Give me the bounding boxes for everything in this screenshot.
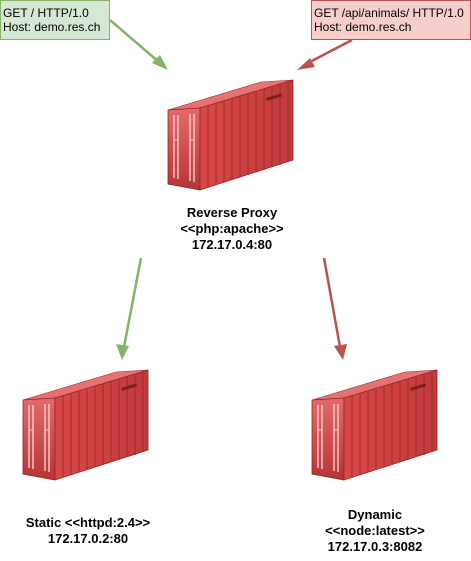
static-label: Static <<httpd:2.4>> 172.17.0.2:80 (0, 515, 176, 547)
proxy-name: Reverse Proxy (186, 205, 278, 220)
proxy-address: 172.17.0.4:80 (191, 237, 273, 252)
static-address: 172.17.0.2:80 (47, 531, 129, 546)
proxy-image: <<php:apache>> (180, 221, 284, 236)
dynamic-image: <<node:latest>> (325, 523, 425, 538)
arrow-proxy-to-dynamic (322, 257, 347, 360)
dynamic-name: Dynamic (347, 507, 403, 522)
arrow-request-right (297, 38, 353, 70)
dynamic-address: 172.17.0.3:8082 (327, 539, 423, 554)
static-container-icon (22, 369, 149, 481)
arrow-request-left (109, 19, 168, 70)
request-host: Host: demo.res.ch (3, 20, 101, 34)
request-host: Host: demo.res.ch (314, 20, 412, 34)
proxy-label: Reverse Proxy <<php:apache>> 172.17.0.4:… (132, 205, 332, 253)
proxy-container-icon (167, 79, 294, 191)
dynamic-container-icon (311, 369, 438, 481)
arrow-proxy-to-static (116, 257, 143, 360)
request-line: GET /api/animals/ HTTP/1.0 (314, 6, 464, 20)
request-box-root: GET / HTTP/1.0 Host: demo.res.ch (0, 0, 110, 40)
request-line: GET / HTTP/1.0 (3, 6, 89, 20)
static-name: Static <<httpd:2.4>> (25, 515, 151, 530)
dynamic-label: Dynamic <<node:latest>> 172.17.0.3:8082 (275, 507, 471, 555)
